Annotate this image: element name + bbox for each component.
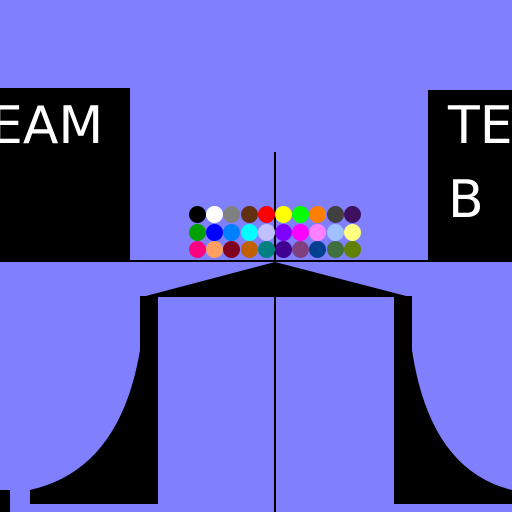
color-swatch[interactable]: [257, 206, 275, 223]
color-swatch[interactable]: [223, 241, 241, 258]
color-swatch[interactable]: [292, 223, 310, 241]
color-swatch[interactable]: [275, 206, 292, 223]
left-stub: [0, 490, 10, 512]
color-swatch[interactable]: [206, 241, 224, 258]
color-swatch[interactable]: [326, 241, 344, 258]
color-swatch[interactable]: [292, 241, 310, 258]
color-swatch[interactable]: [343, 206, 361, 223]
color-swatch[interactable]: [223, 223, 241, 241]
team-b-label-line2: B: [448, 170, 484, 230]
color-swatch[interactable]: [309, 241, 327, 258]
color-swatch[interactable]: [189, 241, 206, 258]
color-swatch[interactable]: [326, 206, 344, 223]
color-swatch[interactable]: [189, 206, 206, 223]
color-swatch[interactable]: [240, 206, 258, 223]
color-swatch[interactable]: [275, 241, 292, 258]
color-swatch[interactable]: [343, 241, 361, 258]
color-swatch[interactable]: [292, 206, 310, 223]
color-swatch[interactable]: [343, 223, 361, 241]
team-b-sign: TE B: [428, 90, 512, 262]
color-swatch[interactable]: [240, 241, 258, 258]
team-a-label: EAM: [0, 96, 104, 156]
color-swatch[interactable]: [223, 206, 241, 223]
team-b-label-line1: TE: [448, 96, 512, 156]
left-ramp: [30, 296, 150, 504]
color-swatch[interactable]: [240, 223, 258, 241]
color-swatch[interactable]: [309, 223, 327, 241]
team-a-sign: EAM: [0, 88, 130, 262]
color-swatch[interactable]: [275, 223, 292, 241]
color-swatch[interactable]: [257, 223, 275, 241]
right-ramp: [402, 296, 512, 504]
color-swatch[interactable]: [257, 241, 275, 258]
color-swatch[interactable]: [326, 223, 344, 241]
color-swatch[interactable]: [309, 206, 327, 223]
color-swatch[interactable]: [206, 223, 224, 241]
goal-roof: [142, 262, 410, 297]
color-swatch[interactable]: [206, 206, 224, 223]
color-swatch[interactable]: [189, 223, 206, 241]
